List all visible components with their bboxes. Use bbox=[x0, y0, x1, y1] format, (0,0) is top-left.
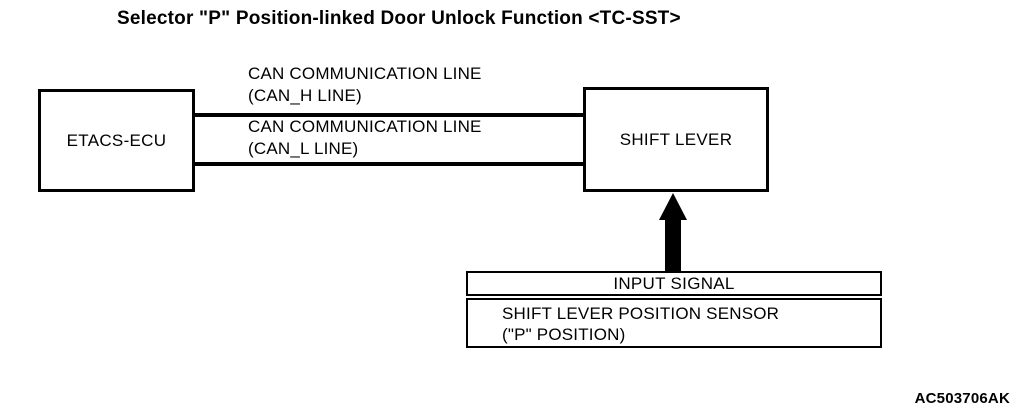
can-l-label: CAN COMMUNICATION LINE (CAN_L LINE) bbox=[248, 116, 482, 160]
input-signal-table-header: INPUT SIGNAL bbox=[466, 271, 882, 296]
can-l-label-line1: CAN COMMUNICATION LINE bbox=[248, 117, 482, 136]
shift-lever-label: SHIFT LEVER bbox=[619, 129, 733, 149]
can-h-label-line2: (CAN_H LINE) bbox=[248, 86, 362, 105]
input-signal-header-label: INPUT SIGNAL bbox=[613, 273, 735, 293]
up-arrow-shaft bbox=[665, 219, 681, 273]
can-l-label-line2: (CAN_L LINE) bbox=[248, 139, 359, 158]
etacs-ecu-box: ETACS-ECU bbox=[38, 89, 195, 192]
etacs-ecu-label: ETACS-ECU bbox=[66, 130, 167, 150]
input-signal-table-row: SHIFT LEVER POSITION SENSOR ("P" POSITIO… bbox=[466, 298, 882, 348]
shift-lever-box: SHIFT LEVER bbox=[583, 87, 769, 192]
up-arrow-icon bbox=[659, 193, 687, 220]
can-h-label: CAN COMMUNICATION LINE (CAN_H LINE) bbox=[248, 63, 482, 107]
sensor-label-line2: ("P" POSITION) bbox=[502, 325, 626, 344]
can-h-wire bbox=[195, 113, 583, 117]
can-l-wire bbox=[195, 162, 583, 166]
sensor-label-line1: SHIFT LEVER POSITION SENSOR bbox=[502, 304, 780, 323]
can-h-label-line1: CAN COMMUNICATION LINE bbox=[248, 64, 482, 83]
figure-code: AC503706AK bbox=[914, 390, 1010, 407]
diagram-title: Selector "P" Position-linked Door Unlock… bbox=[117, 8, 681, 29]
